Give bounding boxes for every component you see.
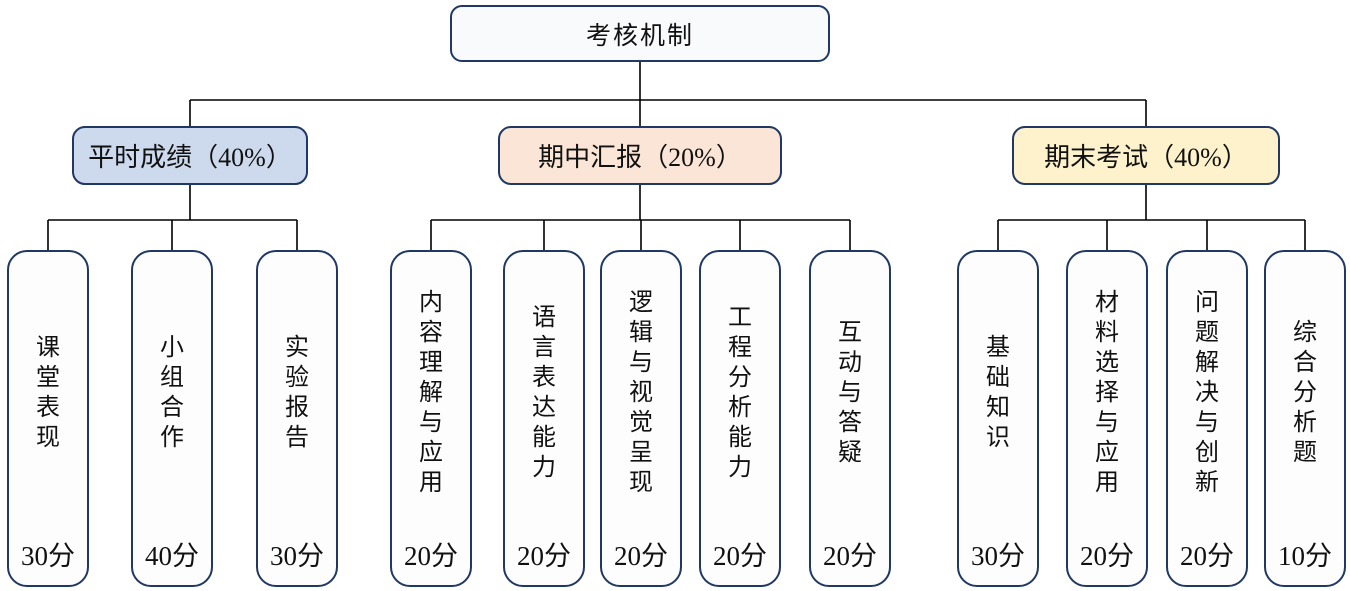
leaf-node-group-cooperation: 小组合作 40分 — [131, 250, 213, 587]
branch-midterm-report: 期中汇报（20%） — [498, 126, 782, 185]
group2-connectors — [430, 185, 851, 250]
leaf-score: 30分 — [21, 541, 75, 571]
leaf-score: 20分 — [713, 541, 767, 571]
leaf-score: 10分 — [1278, 541, 1332, 571]
leaf-score: 20分 — [1080, 541, 1134, 571]
leaf-node-problem-solving: 问题解决与创新 20分 — [1166, 250, 1248, 587]
leaf-node-interaction-qa: 互动与答疑 20分 — [809, 250, 891, 587]
leaf-label: 内容理解与应用 — [419, 289, 443, 496]
leaf-score: 30分 — [971, 541, 1025, 571]
leaf-node-classroom-performance: 课堂表现 30分 — [7, 250, 89, 587]
leaf-label: 小组合作 — [160, 334, 184, 451]
leaf-label: 实验报告 — [285, 334, 309, 451]
root-node: 考核机制 — [450, 5, 830, 62]
leaf-node-logic-visual: 逻辑与视觉呈现 20分 — [600, 250, 682, 587]
leaf-score: 20分 — [517, 541, 571, 571]
leaf-node-comprehensive-analysis: 综合分析题 10分 — [1264, 250, 1346, 587]
group1-connectors — [47, 185, 298, 250]
leaf-score: 30分 — [270, 541, 324, 571]
leaf-score: 40分 — [145, 541, 199, 571]
leaf-score: 20分 — [823, 541, 877, 571]
group3-connectors — [997, 185, 1306, 250]
branch-regular-grades: 平时成绩（40%） — [72, 126, 308, 185]
leaf-label: 工程分析能力 — [728, 304, 752, 481]
leaf-label: 材料选择与应用 — [1095, 289, 1119, 496]
leaf-node-language-expression: 语言表达能力 20分 — [503, 250, 585, 587]
leaf-node-content-understanding: 内容理解与应用 20分 — [390, 250, 472, 587]
leaf-label: 基础知识 — [986, 334, 1010, 451]
leaf-label: 逻辑与视觉呈现 — [629, 289, 653, 496]
leaf-node-lab-report: 实验报告 30分 — [256, 250, 338, 587]
leaf-label: 语言表达能力 — [532, 304, 556, 481]
level1-connectors — [189, 62, 1147, 126]
leaf-score: 20分 — [404, 541, 458, 571]
leaf-label: 课堂表现 — [36, 334, 60, 451]
leaf-label: 综合分析题 — [1293, 319, 1317, 466]
leaf-label: 互动与答疑 — [838, 319, 862, 466]
leaf-label: 问题解决与创新 — [1195, 289, 1219, 496]
leaf-node-material-selection: 材料选择与应用 20分 — [1066, 250, 1148, 587]
leaf-score: 20分 — [614, 541, 668, 571]
leaf-score: 20分 — [1180, 541, 1234, 571]
leaf-node-basic-knowledge: 基础知识 30分 — [957, 250, 1039, 587]
branch-final-exam: 期末考试（40%） — [1012, 126, 1280, 185]
leaf-node-engineering-analysis: 工程分析能力 20分 — [699, 250, 781, 587]
